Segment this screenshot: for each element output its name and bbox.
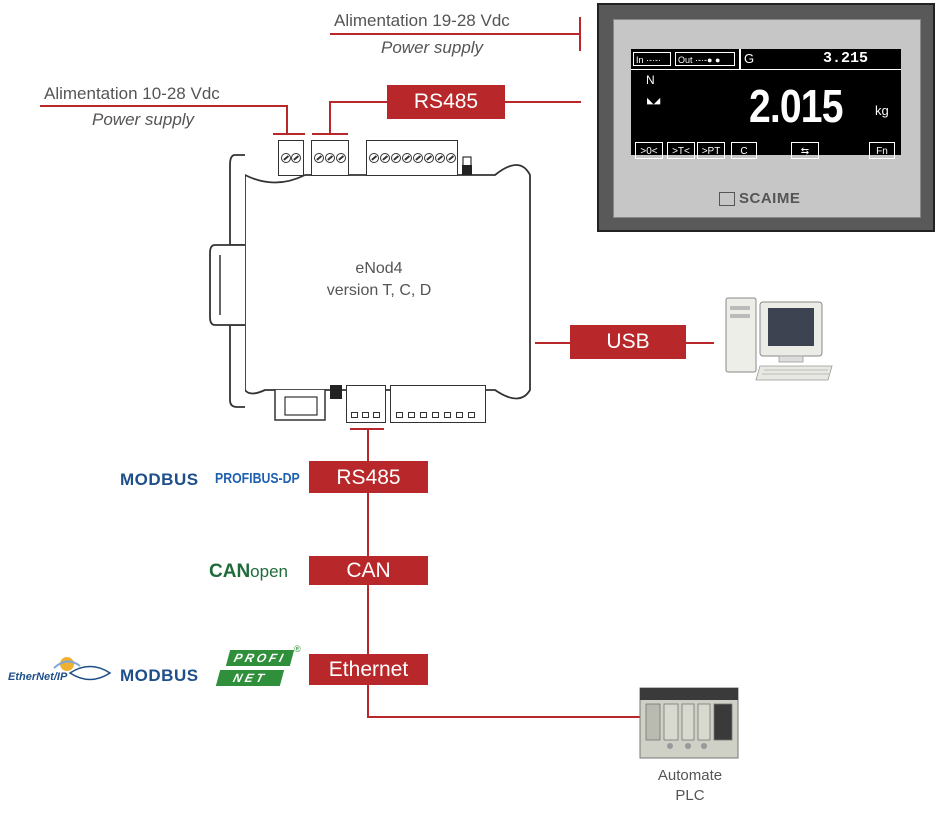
canopen-logo-light: open (250, 562, 288, 581)
power-supply-top-title: Alimentation 19-28 Vdc (334, 11, 510, 30)
usb-box: USB (570, 325, 686, 359)
power-supply-left-line (40, 105, 287, 107)
lcd-in-label: In (636, 55, 644, 65)
power-supply-left-subtitle: Power supply (92, 110, 195, 129)
can-bus-box: CAN (309, 556, 428, 585)
lcd-button-clear[interactable]: C (731, 142, 757, 159)
lcd-screen: In ·-·-· Out ·-·-● ● G 3.215 N ◣◢ 2.015 … (631, 49, 901, 159)
bus-to-plc-line (367, 716, 670, 718)
scaime-logo-text: SCAIME (739, 190, 801, 207)
load-cell-terminal-block (390, 385, 486, 423)
plc-icon (639, 687, 739, 759)
power-supply-top-subtitle: Power supply (381, 38, 484, 57)
lcd-button-zero[interactable]: >0< (635, 142, 663, 159)
bus-terminal-block (346, 385, 386, 423)
scaime-logo-icon (719, 192, 735, 206)
lcd-status-n: N (646, 73, 655, 87)
rs485-top-terminator (312, 133, 348, 135)
ethernet-bus-box: Ethernet (309, 654, 428, 685)
lcd-unit: kg (875, 103, 889, 118)
weight-display-panel: In ·-·-· Out ·-·-● ● G 3.215 N ◣◢ 2.015 … (597, 3, 935, 232)
usb-right-line (686, 342, 714, 344)
profinet-logo-top: PROFI (225, 650, 295, 666)
power-supply-top-line (330, 33, 580, 35)
rs485-terminal-block (311, 140, 349, 176)
profinet-registered-mark: ® (294, 644, 301, 654)
lcd-output-indicator: Out ·-·-● ● (675, 52, 735, 66)
power-terminal-block (278, 140, 304, 176)
plc-label: Automate PLC (640, 766, 740, 806)
power-supply-left-terminator (273, 133, 305, 135)
rs485-bus-box: RS485 (309, 461, 428, 493)
device-name: eNod4 (355, 260, 403, 277)
power-supply-top-terminator (579, 17, 581, 51)
power-supply-left-drop (286, 105, 288, 133)
rs485-top-right-line (505, 101, 581, 103)
profinet-logo-bottom: NET (215, 670, 285, 686)
device-version: version T, C, D (326, 282, 432, 299)
ethernetip-logo: EtherNet/IP (8, 654, 112, 692)
lcd-main-value: 2.015 (749, 80, 843, 132)
lcd-button-preset-tare[interactable]: >PT (697, 142, 725, 159)
lcd-button-function[interactable]: Fn (869, 142, 895, 159)
canopen-logo-bold: CAN (209, 561, 251, 582)
canopen-logo: CANopen (209, 561, 288, 583)
enod4-device-drawing (209, 154, 531, 421)
lcd-stable-icon: ◣◢ (647, 96, 661, 108)
device-label: eNod4 version T, C, D (320, 258, 438, 302)
profibus-logo: PROFIBUS-DP (215, 470, 300, 487)
profinet-logo: PROFI NET ® (214, 644, 301, 690)
modbus-tcp-logo: MODBUS (120, 666, 199, 685)
lcd-button-switch[interactable]: ⇆ (791, 142, 819, 159)
lcd-input-indicator: In ·-·-· (633, 52, 671, 66)
lcd-gross-value: 3.215 (823, 50, 869, 67)
lcd-button-tare[interactable]: >T< (667, 142, 695, 159)
modbus-logo: MODBUS (120, 470, 199, 489)
computer-icon (725, 297, 833, 381)
plc-label-line1: Automate (657, 767, 723, 784)
usb-left-line (535, 342, 570, 344)
lcd-mode: G (744, 51, 755, 66)
plc-label-line2: PLC (675, 787, 705, 804)
io-terminal-block (366, 140, 458, 176)
lcd-status-bar (631, 49, 901, 70)
rs485-top-box: RS485 (387, 85, 505, 119)
rs485-top-drop (329, 101, 331, 133)
rs485-top-left-line (330, 101, 387, 103)
ethernetip-logo-text: EtherNet/IP (8, 671, 68, 683)
power-supply-left-title: Alimentation 10-28 Vdc (44, 84, 220, 103)
scaime-logo: SCAIME (719, 190, 819, 210)
lcd-out-label: Out (678, 55, 693, 65)
